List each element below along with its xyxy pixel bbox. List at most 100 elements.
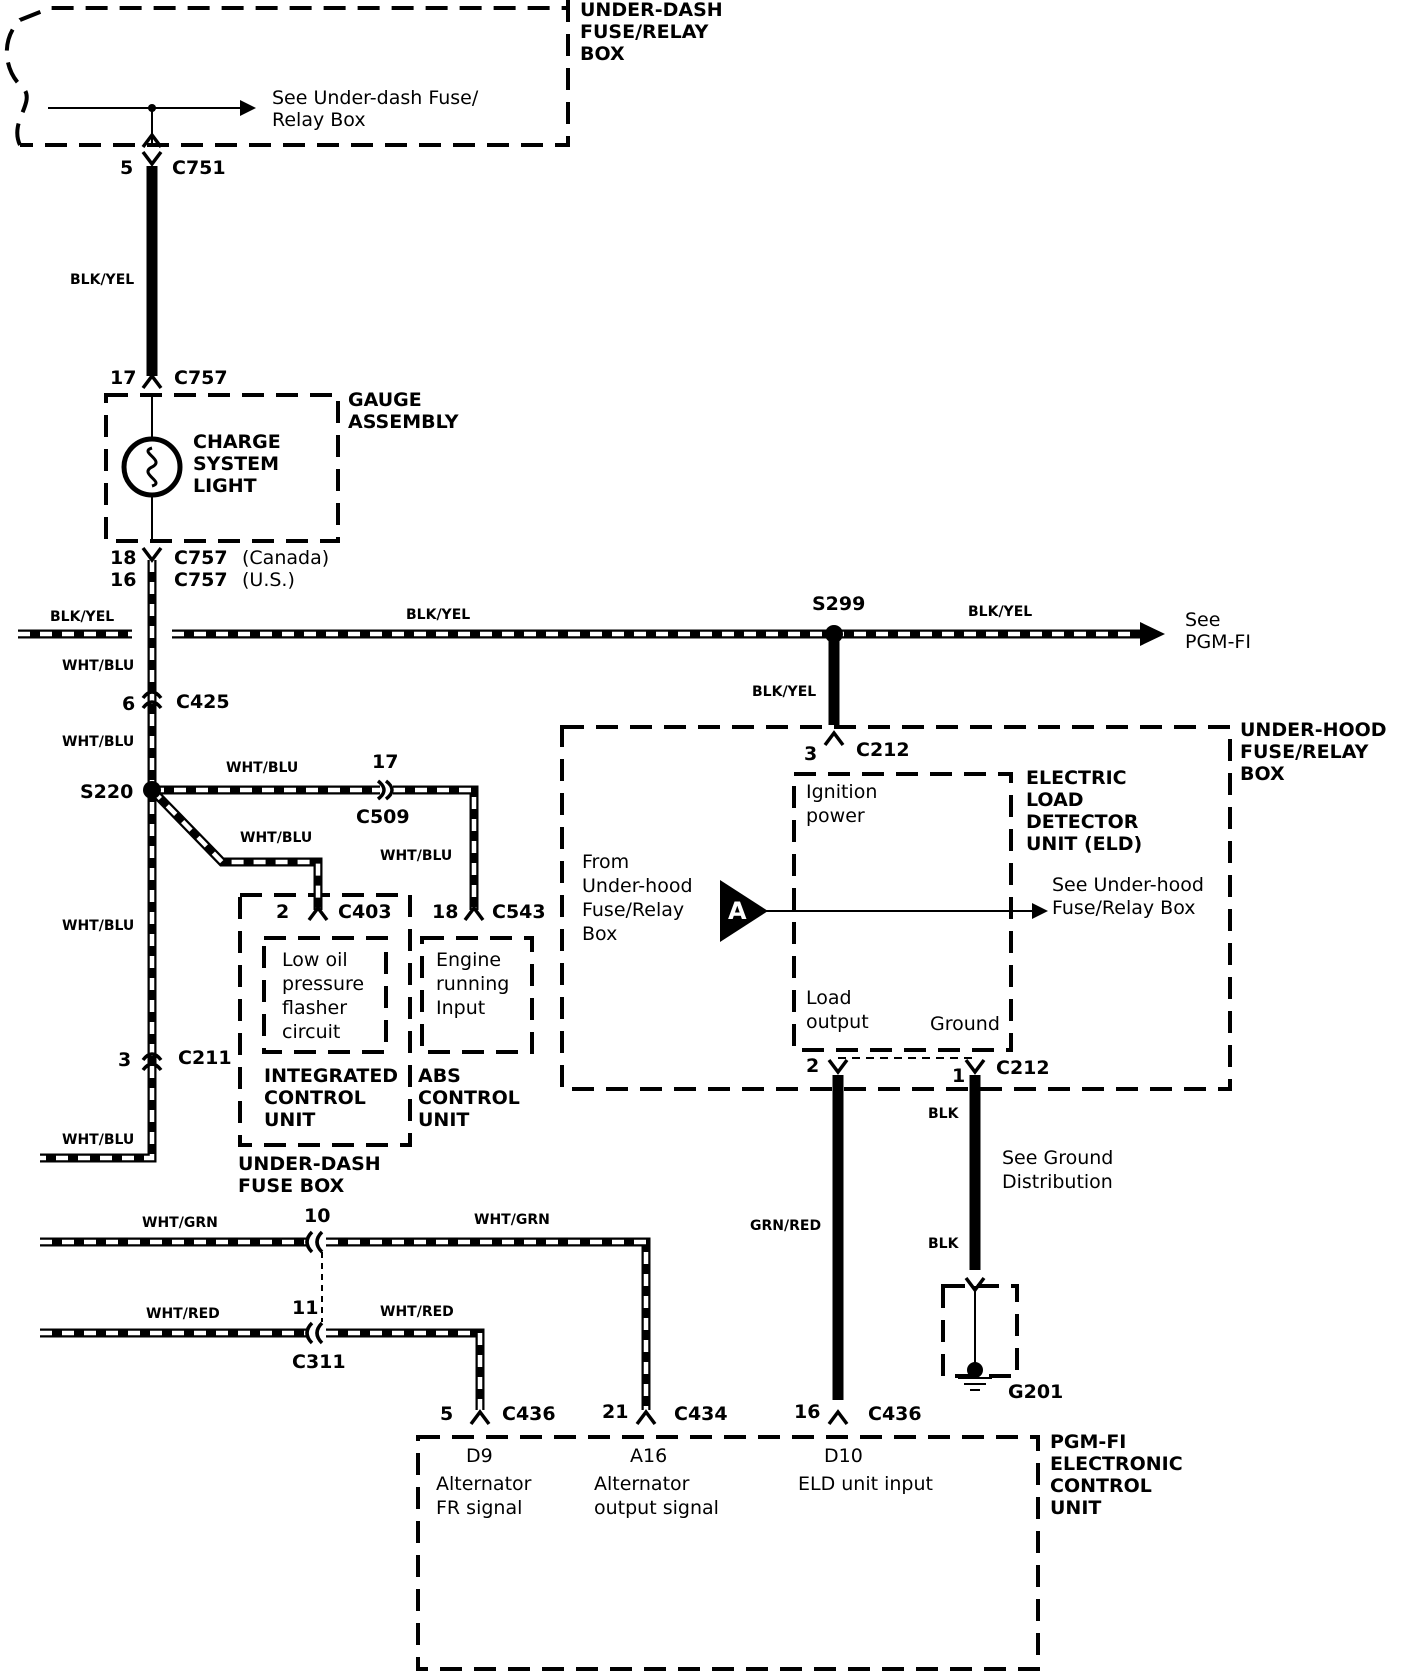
integrated-control-unit-title: INTEGRATED CONTROL UNIT [264,1065,405,1131]
wire-label-blk-yel-3: BLK/YEL [406,607,470,623]
ecu-terminal-a16-id: A16 [630,1445,667,1467]
c425-symbol [141,690,163,710]
pin-3-c212: 3 [804,743,817,765]
wire-wht-grn [40,1237,651,1410]
connector-c212-top-label: C212 [856,739,910,761]
integrated-control-unit-outline [238,893,412,1147]
wire-label-wht-grn-1: WHT/GRN [142,1215,218,1231]
component-boxes [4,0,1232,1671]
splice-s299-label: S299 [812,593,865,615]
ecu-terminal-d10-id: D10 [824,1445,863,1467]
wire-label-wht-grn-2: WHT/GRN [474,1212,550,1228]
wire-wht-blu-to-c403-stripe [150,788,321,910]
g201-connector-symbol [964,1276,986,1293]
wires [18,100,1165,1410]
wire-label-blk-yel-1: BLK/YEL [70,272,134,288]
gauge-assembly-outline [104,393,340,543]
c311-grn-symbol [305,1230,324,1254]
charge-light-bulb-icon [121,436,183,498]
wire-wht-blu-main-stripe [40,560,155,1161]
charge-system-light-label: CHARGE SYSTEM LIGHT [193,431,287,497]
c211-symbol [141,1052,163,1072]
under-hood-fuse-relay-box-outline [560,725,1232,1091]
s220-splice-dot [143,781,161,799]
under-dash-fuse-relay-box-outline [20,0,570,147]
c212-top-symbol [823,730,845,747]
connector-c436-d10-label: C436 [868,1403,922,1425]
wire-label-grn-red: GRN/RED [750,1218,821,1234]
wire-wht-blu-to-c403 [148,786,323,910]
pin-2-c212: 2 [806,1055,819,1077]
ref-a-triangle [720,880,768,942]
low-oil-circuit-label: Low oil pressure flasher circuit [282,949,370,1043]
ground-g201-label: G201 [1008,1381,1063,1403]
ground-terminal-label: Ground [930,1013,1000,1035]
c509-symbol [376,779,394,801]
ground-icon [958,1362,992,1391]
pgm-fi-ecu-title: PGM-FI ELECTRONIC CONTROL UNIT [1050,1431,1189,1519]
see-pgm-fi-note: See PGM-FI [1185,609,1251,653]
pin-16-c757: 16 [110,569,136,591]
connector-c436-d9-label: C436 [502,1403,556,1425]
under-dash-fuse-relay-box-title: UNDER-DASH FUSE/RELAY BOX [580,0,729,65]
ecu-terminal-a16-desc: Alternator output signal [594,1473,719,1519]
ignition-power-label: Ignition power [806,781,883,827]
c436-d9-symbol [469,1409,491,1426]
c757-top-symbol [141,373,163,390]
wire-label-blk-yel-5: BLK/YEL [752,684,816,700]
connector-c543-label: C543 [492,901,546,923]
abs-control-unit-title: ABS CONTROL UNIT [418,1065,526,1131]
pin-17-c757: 17 [110,367,136,389]
see-under-dash-note: See Under-dash Fuse/ Relay Box [272,87,484,131]
load-output-label: Load output [806,987,869,1033]
connector-c403-label: C403 [338,901,392,923]
connector-c757-top-label: C757 [174,367,228,389]
wire-wht-red-stripe [40,1330,483,1410]
connector-c509-label: C509 [356,806,410,828]
wire-label-wht-red-1: WHT/RED [146,1306,220,1322]
pgm-fi-arrow [1140,622,1165,646]
ref-a-label: A [728,897,747,925]
pin-18-c543: 18 [432,901,458,923]
connector-c211-label: C211 [178,1047,232,1069]
connector-c434-label: C434 [674,1403,728,1425]
wire-label-wht-blu-1: WHT/BLU [62,658,134,674]
connector-c425-label: C425 [176,691,230,713]
see-under-hood-note: See Under-hood Fuse/Relay Box [1052,874,1210,919]
s299-splice-dot [825,625,843,643]
wire-label-wht-blu-5: WHT/BLU [380,848,452,864]
canada-note: (Canada) [242,547,329,569]
c751-male [141,132,163,149]
under-dash-arrow [240,100,256,116]
c436-d10-symbol [827,1409,849,1426]
pgm-fi-ecu-outline [416,1435,1040,1671]
wire-wht-blu-main [40,560,157,1163]
pin-5-c751: 5 [120,157,133,179]
wire-label-blk-yel-2: BLK/YEL [50,609,114,625]
fuse-feed-dot [148,104,156,112]
under-dash-fuse-box-title: UNDER-DASH FUSE BOX [238,1153,387,1197]
wire-label-wht-red-2: WHT/RED [380,1304,454,1320]
c311-red-symbol [305,1321,324,1345]
gauge-assembly-title: GAUGE ASSEMBLY [348,389,459,433]
c212-load-symbol [827,1058,849,1075]
connector-c757-us-label: C757 [174,569,228,591]
pin-2-c403: 2 [276,901,289,923]
wire-label-blk-1: BLK [928,1106,960,1122]
c434-symbol [635,1409,657,1426]
c212-ground-symbol [964,1058,986,1075]
splice-s220-label: S220 [80,781,133,803]
wire-label-blk-2: BLK [928,1236,960,1252]
wire-label-wht-blu-2: WHT/BLU [62,734,134,750]
pin-1-c212: 1 [952,1065,965,1087]
wire-label-wht-blu-7: WHT/BLU [62,1132,134,1148]
wire-label-wht-blu-3: WHT/BLU [226,760,298,776]
wire-wht-red [40,1328,485,1410]
pin-18-c757: 18 [110,547,136,569]
from-under-hood-note: From Under-hood Fuse/Relay Box [582,851,699,945]
pin-10-c311: 10 [304,1205,330,1227]
g201-ground-outline [941,1284,1019,1378]
wire-label-blk-yel-4: BLK/YEL [968,604,1032,620]
ecu-terminal-d9-id: D9 [466,1445,493,1467]
